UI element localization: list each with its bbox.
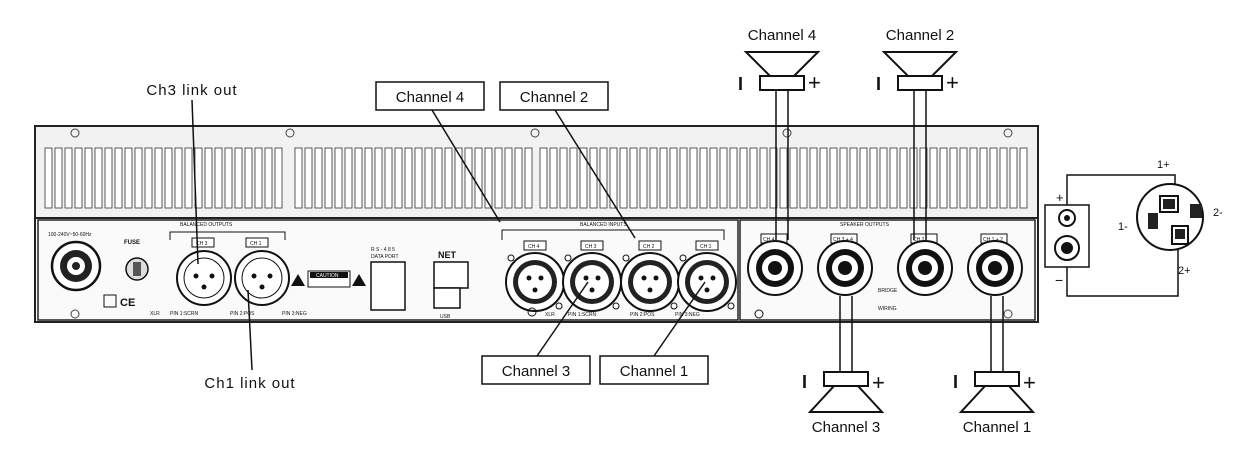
svg-text:CH 3: CH 3: [585, 244, 597, 250]
xlr-input-ch2[interactable]: CH 2: [620, 240, 680, 312]
svg-text:Channel 3: Channel 3: [502, 363, 570, 380]
svg-text:100-240V~50-60Hz: 100-240V~50-60Hz: [48, 232, 92, 238]
rs485-data-port[interactable]: R S - 4 8 5 DATA PORT: [370, 247, 406, 311]
net-usb-ports[interactable]: NET USB: [433, 250, 469, 320]
svg-text:Channel 1: Channel 1: [620, 363, 688, 380]
svg-text:Channel 4: Channel 4: [396, 89, 464, 106]
svg-text:PIN 2:POS: PIN 2:POS: [230, 311, 255, 317]
speaker-outputs: SPEAKER OUTPUTS CH 4 CH 3 + 4 CH 2 CH 1 + 2…: [747, 222, 1023, 319]
svg-text:1-: 1-: [1118, 221, 1128, 233]
svg-text:+: +: [808, 70, 821, 95]
speaker-channel-3: I + Channel 3: [802, 296, 885, 436]
svg-text:PIN 3:NEG: PIN 3:NEG: [675, 312, 700, 318]
svg-text:Channel 4: Channel 4: [748, 27, 816, 44]
svg-text:WIRING: WIRING: [878, 306, 897, 312]
svg-text:Channel 1: Channel 1: [963, 419, 1031, 436]
xlr-out-ch3[interactable]: [176, 250, 232, 306]
svg-text:CH 4: CH 4: [763, 237, 775, 243]
power-inlet: 100-240V~50-60Hz: [48, 232, 102, 292]
svg-text:CH 2: CH 2: [643, 244, 655, 250]
balanced-inputs: BALANCED INPUTS CH 4 CH 3 CH 2 CH 1 XLR PIN…: [501, 222, 737, 318]
svg-text:I: I: [876, 74, 881, 94]
ce-mark: CE: [103, 294, 135, 309]
svg-text:Channel 2: Channel 2: [520, 89, 588, 106]
callout-input-ch3: Channel 3: [481, 281, 591, 385]
speakon-output-1[interactable]: CH 4: [747, 233, 803, 296]
svg-text:PIN 3:NEG: PIN 3:NEG: [282, 311, 307, 317]
svg-text:+: +: [1056, 190, 1064, 205]
speaker-channel-1: I + Channel 1: [953, 296, 1036, 436]
vent-grille: [44, 147, 1028, 209]
svg-text:+: +: [872, 370, 885, 395]
svg-text:−: −: [1055, 272, 1063, 288]
svg-text:CH 4: CH 4: [528, 244, 540, 250]
speaker-channel-4: Channel 4 I +: [738, 27, 821, 240]
svg-text:CH 1: CH 1: [250, 241, 262, 247]
svg-text:NET: NET: [438, 250, 457, 260]
callout-ch1-link-out: Ch1 link out: [204, 289, 295, 392]
svg-text:1+: 1+: [1157, 159, 1170, 171]
svg-text:Ch1 link out: Ch1 link out: [204, 375, 295, 392]
svg-text:USB: USB: [440, 314, 451, 320]
callout-ch3-link-out: Ch3 link out: [146, 82, 237, 265]
svg-text:PIN 1:SCRN: PIN 1:SCRN: [568, 312, 596, 318]
svg-text:FUSE: FUSE: [124, 240, 140, 246]
svg-text:BALANCED INPUTS: BALANCED INPUTS: [580, 222, 627, 228]
svg-text:DATA PORT: DATA PORT: [371, 254, 399, 260]
svg-text:XLR: XLR: [545, 312, 555, 318]
svg-text:CH 1: CH 1: [700, 244, 712, 250]
speaker-channel-2: Channel 2 I +: [876, 27, 959, 240]
svg-text:BRIDGE: BRIDGE: [878, 288, 898, 294]
svg-text:CH 3: CH 3: [196, 241, 208, 247]
svg-text:+: +: [1023, 370, 1036, 395]
svg-text:Channel 3: Channel 3: [812, 419, 880, 436]
svg-text:XLR: XLR: [150, 311, 160, 317]
svg-text:Channel 2: Channel 2: [886, 27, 954, 44]
speakon-output-2[interactable]: CH 3 + 4: [817, 233, 873, 296]
svg-text:+: +: [946, 70, 959, 95]
svg-text:Ch3 link out: Ch3 link out: [146, 82, 237, 99]
svg-text:I: I: [802, 372, 807, 392]
speakon-output-4[interactable]: CH 1 + 2: [967, 233, 1023, 296]
svg-text:PIN 2:POS: PIN 2:POS: [630, 312, 655, 318]
fuse-holder: FUSE: [124, 240, 149, 281]
svg-text:R S - 4 8 5: R S - 4 8 5: [371, 247, 395, 253]
callout-input-ch1: Channel 1: [599, 281, 709, 385]
svg-text:CH 2: CH 2: [913, 237, 925, 243]
svg-text:2+: 2+: [1178, 265, 1191, 277]
xlr-input-ch4[interactable]: CH 4: [505, 240, 565, 312]
svg-text:I: I: [953, 372, 958, 392]
svg-text:CAUTION: CAUTION: [316, 273, 339, 279]
speakon-pin-diagram: + − 1+ 1- 2- 2+: [1044, 159, 1223, 297]
svg-text:PIN 1:SCRN: PIN 1:SCRN: [170, 311, 198, 317]
caution-label: CAUTION: [291, 270, 366, 288]
svg-text:CH 1 + 2: CH 1 + 2: [983, 237, 1003, 243]
svg-text:2-: 2-: [1213, 207, 1223, 219]
svg-text:BALANCED OUTPUTS: BALANCED OUTPUTS: [180, 222, 233, 228]
callout-input-ch2: Channel 2: [499, 81, 636, 239]
svg-text:CE: CE: [120, 297, 135, 309]
speakon-output-3[interactable]: CH 2: [897, 233, 953, 296]
callout-input-ch4: Channel 4: [375, 81, 501, 223]
xlr-out-ch1[interactable]: [234, 250, 290, 306]
svg-text:I: I: [738, 74, 743, 94]
svg-text:SPEAKER OUTPUTS: SPEAKER OUTPUTS: [840, 222, 890, 228]
svg-text:CH 3 + 4: CH 3 + 4: [833, 237, 853, 243]
